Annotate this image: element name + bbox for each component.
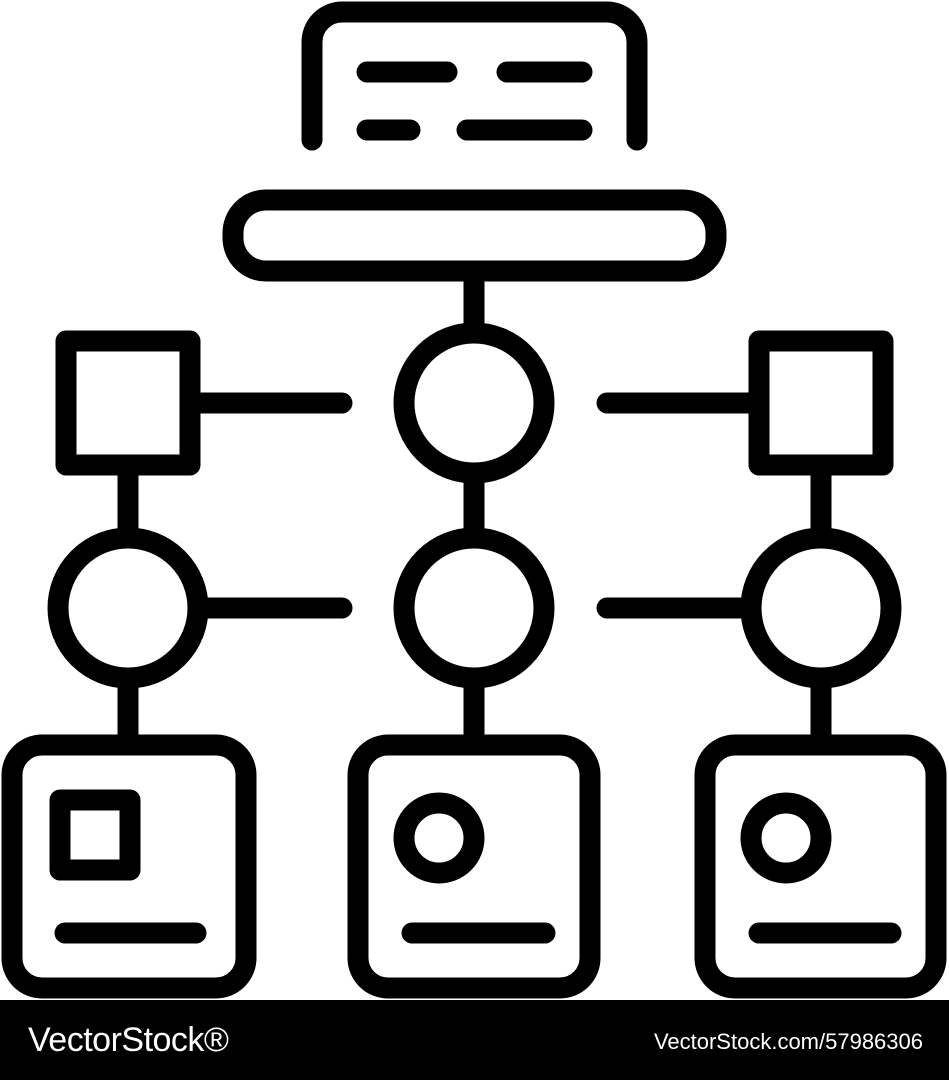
watermark-bar: VectorStock® VectorStock.com/57986306	[0, 1000, 949, 1080]
card-right	[694, 734, 947, 999]
card-left-square-icon	[49, 789, 141, 881]
card-left	[1, 734, 257, 999]
left-square-box	[55, 330, 201, 476]
right-circle	[740, 527, 902, 689]
flowchart-hierarchy-icon	[1, 1, 947, 999]
right-square-box	[748, 330, 894, 476]
hub-circle-top	[393, 322, 555, 484]
card-center	[347, 734, 601, 999]
card-center-circle-icon	[393, 792, 485, 884]
card-right-circle-icon	[740, 792, 832, 884]
top-document-panel	[301, 1, 648, 151]
hub-circle-middle	[393, 527, 555, 689]
header-bar	[222, 189, 727, 282]
watermark-id: VectorStock.com/57986306	[653, 1029, 923, 1054]
left-circle	[47, 527, 209, 689]
watermark-brand: VectorStock®	[28, 1021, 229, 1059]
